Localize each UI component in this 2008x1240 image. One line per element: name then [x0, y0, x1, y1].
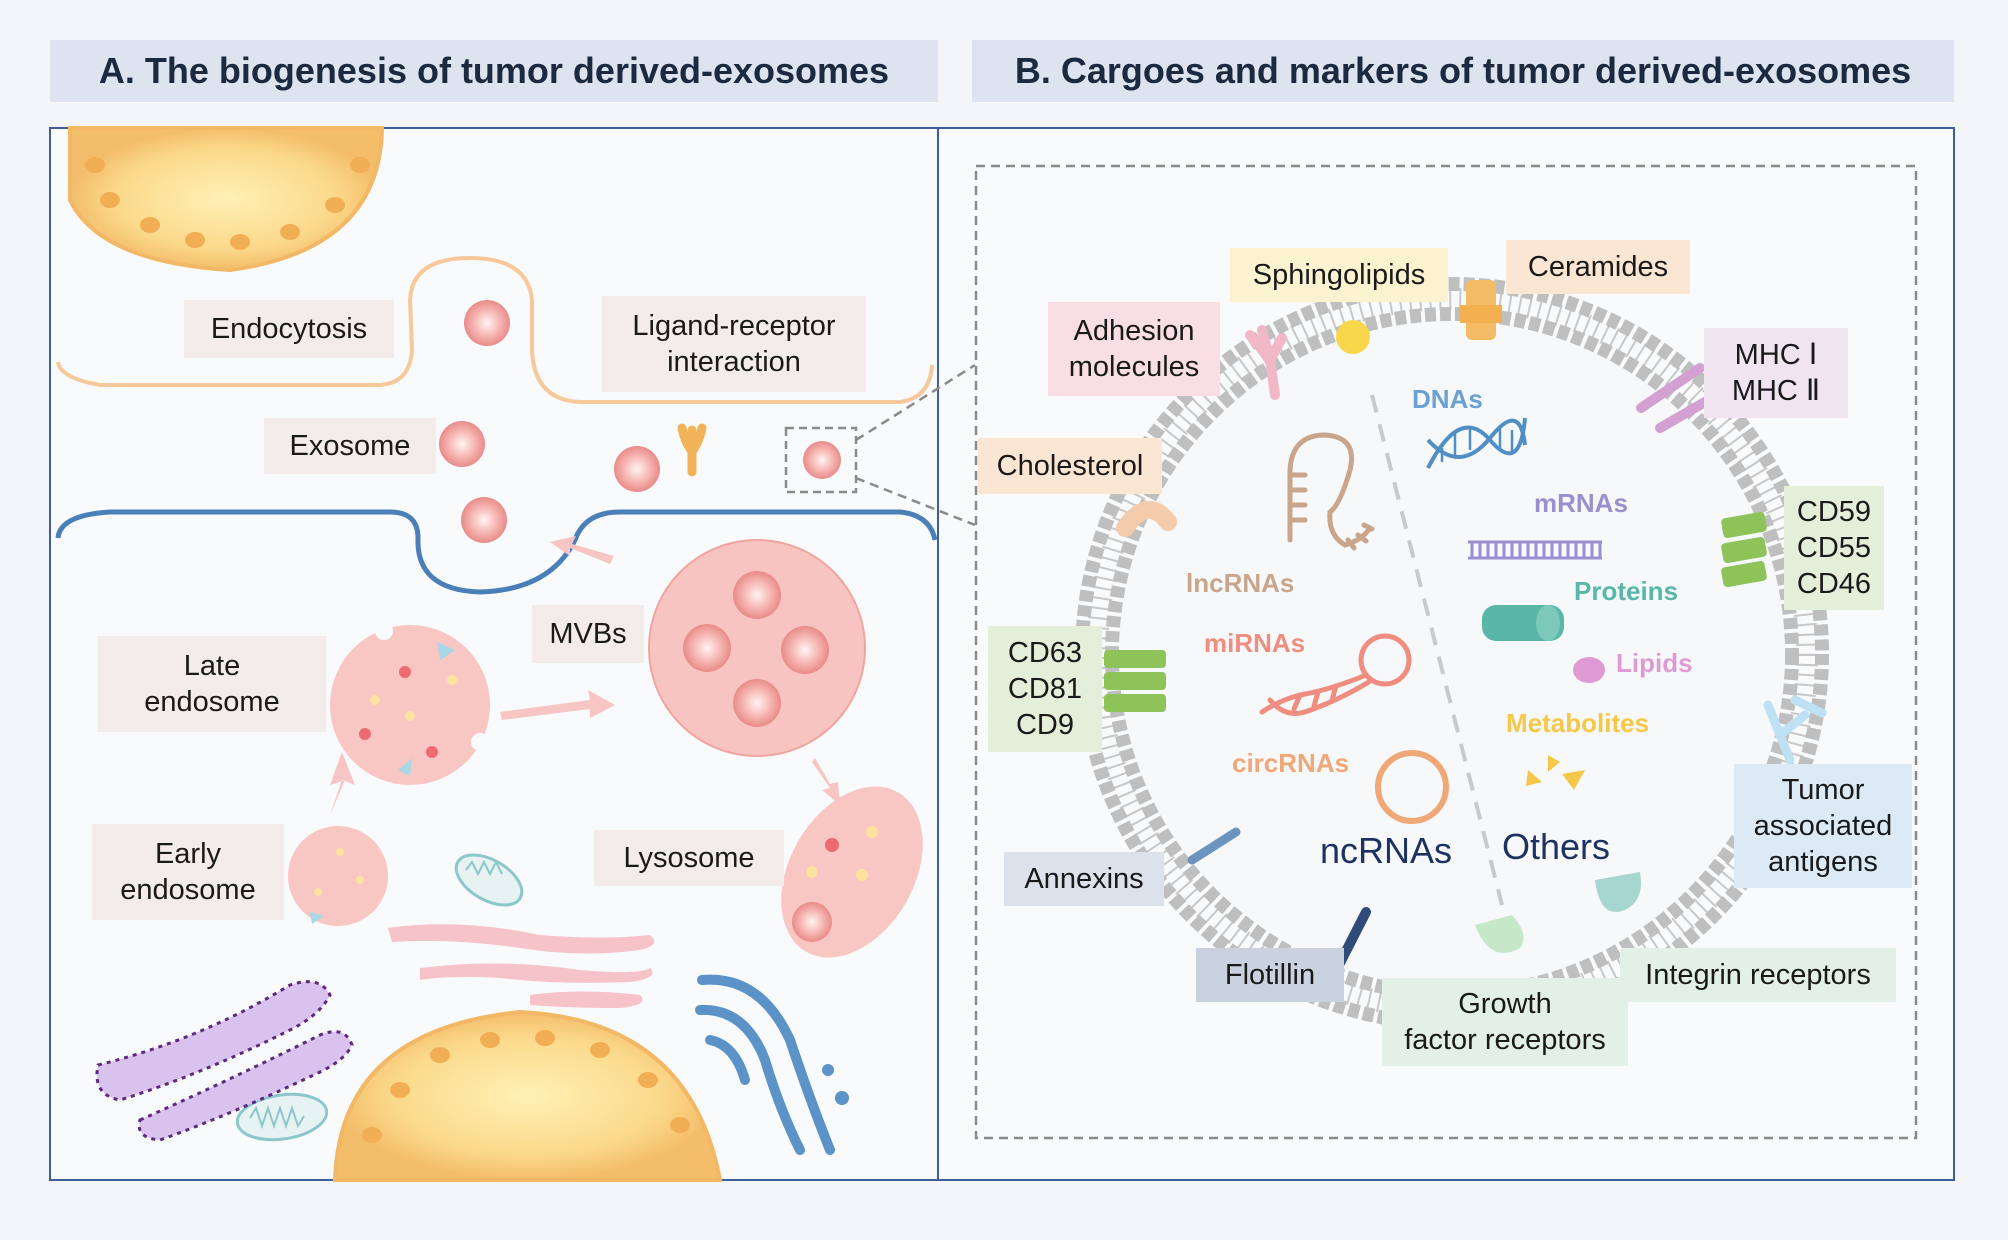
mhc-glyph	[1636, 363, 1717, 433]
adhesion-glyph	[1245, 325, 1287, 400]
blue-golgi	[695, 974, 835, 1155]
growth-factor-glyph	[1475, 915, 1524, 954]
endocytosis-label: Endocytosis	[184, 300, 394, 358]
receptor-glyph	[677, 423, 707, 477]
flow-arrows	[330, 536, 840, 815]
annexins-label: Annexins	[1004, 852, 1164, 906]
lysosome-label: Lysosome	[594, 830, 784, 886]
zoom-box	[784, 426, 858, 494]
panel-b-header: B. Cargoes and markers of tumor derived-…	[972, 40, 1954, 102]
panel-a-header: A. The biogenesis of tumor derived-exoso…	[50, 40, 938, 102]
lysosome	[781, 786, 923, 958]
protein-icon	[1482, 605, 1564, 641]
circrna-icon	[1375, 750, 1449, 824]
metabolite-icon	[1526, 755, 1585, 790]
bottom-nucleus	[332, 1009, 723, 1182]
cd63-glyph	[1104, 650, 1166, 712]
plasma-membrane	[56, 255, 934, 404]
cd59-glyph	[1721, 511, 1767, 588]
lncrna-icon	[1287, 432, 1375, 551]
exosome-particles	[439, 300, 841, 543]
lipids-label: Lipids	[1616, 648, 1693, 678]
integrin-glyph	[1595, 872, 1641, 912]
cholesterol-glyph	[1116, 501, 1177, 537]
mrnas-label: mRNAs	[1534, 488, 1628, 518]
dnas-label: DNAs	[1412, 384, 1483, 414]
golgi-apparatus	[95, 980, 354, 1142]
annexin-glyph	[1187, 827, 1241, 865]
mirnas-label: miRNAs	[1204, 628, 1306, 658]
mrna-icon	[1468, 540, 1602, 560]
circrnas-label: circRNAs	[1232, 748, 1350, 778]
flotillin-label: Flotillin	[1196, 948, 1344, 1002]
ncrnas-label: ncRNAs	[1320, 830, 1453, 871]
mirna-icon	[1259, 633, 1412, 716]
exosome-label: Exosome	[264, 418, 436, 474]
mvb	[648, 539, 866, 757]
endoplasmic-reticulum	[388, 924, 655, 1008]
sphingolipid-glyph	[1336, 320, 1370, 354]
mvbs-label: MVBs	[532, 605, 644, 663]
late-endosome	[330, 622, 490, 785]
lipid-icon	[1573, 657, 1605, 683]
sphingolipids-label: Sphingolipids	[1230, 248, 1448, 302]
ceramides-label: Ceramides	[1506, 240, 1690, 294]
dna-icon	[1426, 417, 1527, 469]
lncrnas-label: lncRNAs	[1186, 568, 1295, 598]
inner-membrane	[55, 509, 938, 595]
top-nucleus	[68, 126, 385, 273]
dashed-zoom-frame	[974, 164, 1918, 1140]
integrin-receptors-label: Integrin receptors	[1620, 948, 1896, 1002]
cholesterol-label: Cholesterol	[978, 438, 1162, 494]
others-label: Others	[1502, 826, 1611, 867]
early-endosome	[288, 826, 388, 926]
ceramide-channel	[1460, 280, 1502, 340]
antigen-glyph	[1763, 695, 1827, 765]
proteins-label: Proteins	[1574, 576, 1679, 606]
flotillin-glyph	[1335, 907, 1371, 968]
metabolites-label: Metabolites	[1506, 708, 1650, 738]
